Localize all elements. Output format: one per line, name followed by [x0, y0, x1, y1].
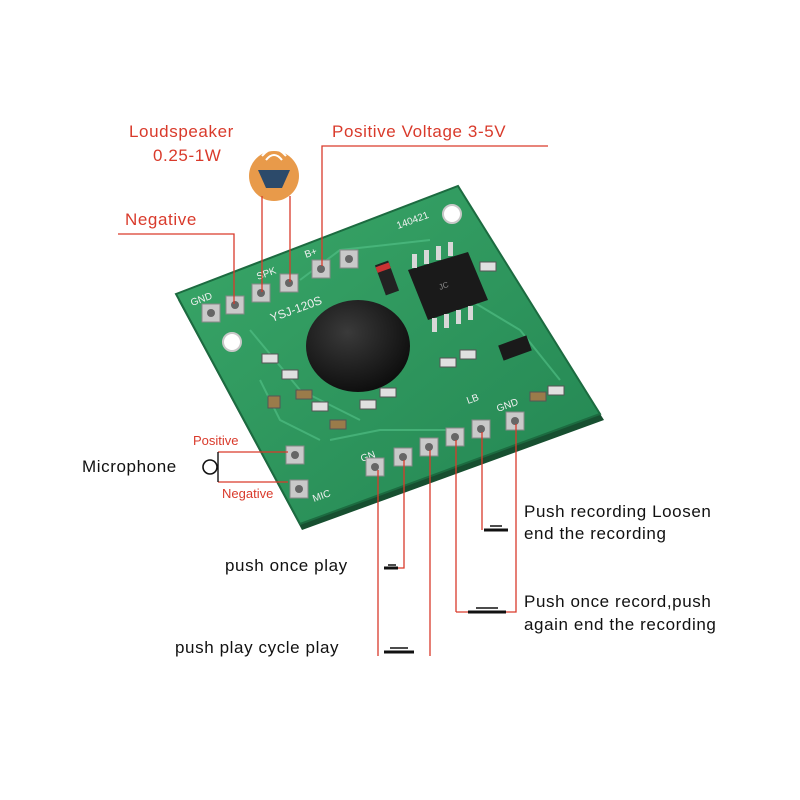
label-push-once-play: push once play: [225, 556, 348, 575]
chip-marking: JC: [438, 280, 450, 292]
label-mic-positive: Positive: [193, 433, 239, 448]
speaker-icon: [249, 142, 299, 201]
pcb-board: 140421 YSJ-120S GND SPK B+ GN LB GND MIC…: [174, 184, 604, 530]
label-push-once-record-1: Push once record,push: [524, 592, 712, 611]
label-loudspeaker-power: 0.25-1W: [153, 146, 222, 165]
label-loudspeaker: Loudspeaker: [129, 122, 234, 141]
ic-chip: [408, 242, 488, 332]
label-push-play-cycle: push play cycle play: [175, 638, 340, 657]
pin-label-lb: LB: [465, 392, 481, 407]
mounting-hole: [442, 204, 462, 224]
label-push-once-record-2: again end the recording: [524, 615, 717, 634]
label-negative: Negative: [125, 210, 197, 229]
switch-symbols: [384, 525, 508, 654]
solder-pads: [201, 249, 525, 499]
chip-blob: [306, 300, 410, 392]
smd-components: [261, 261, 565, 430]
label-positive-voltage: Positive Voltage 3-5V: [332, 122, 507, 141]
transistor: [498, 335, 532, 361]
pin-label-bplus: B+: [303, 246, 319, 261]
label-mic-negative: Negative: [222, 486, 274, 501]
microphone-icon: [202, 459, 218, 475]
label-microphone: Microphone: [82, 457, 177, 476]
mounting-hole: [222, 332, 242, 352]
label-push-recording-1: Push recording Loosen: [524, 502, 712, 521]
label-push-recording-2: end the recording: [524, 524, 667, 543]
